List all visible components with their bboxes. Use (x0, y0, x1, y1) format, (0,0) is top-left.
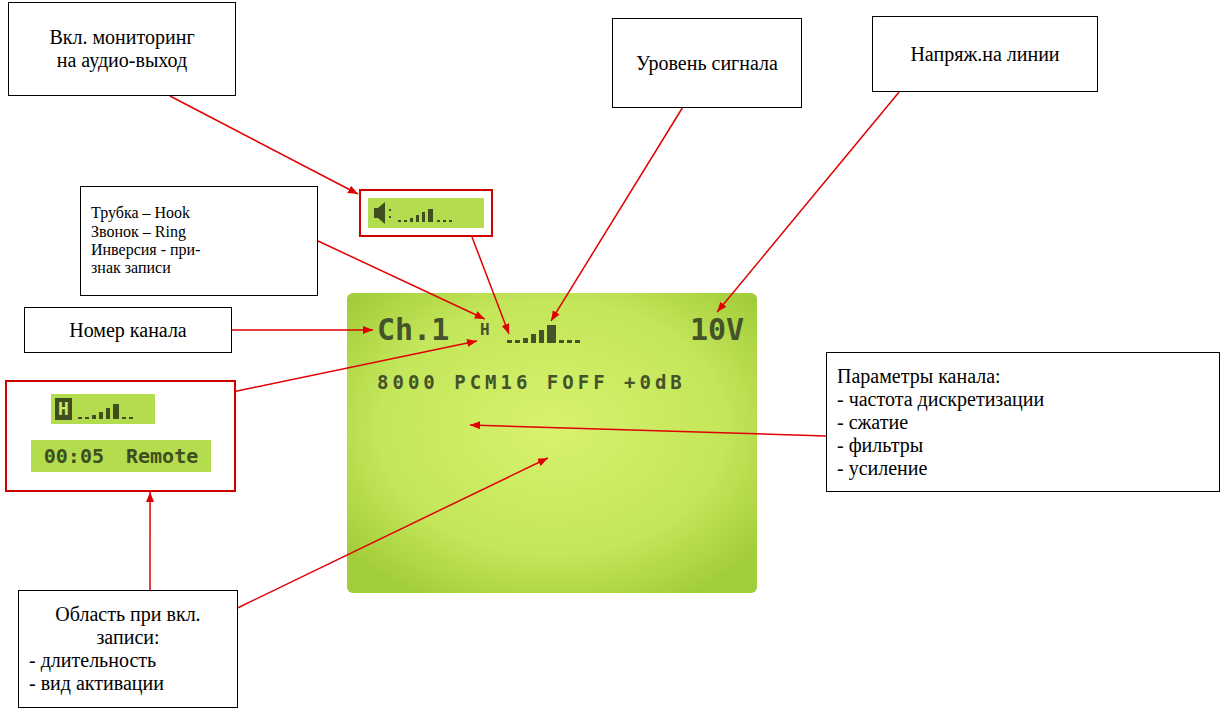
level-bar (547, 325, 556, 343)
lcd-text-slot: 8000 PCM16 FOFF +0dB (377, 373, 686, 392)
lcd-text-slot: 10V (690, 315, 744, 345)
level-bar (531, 334, 536, 343)
level-bar (559, 340, 564, 343)
level-bars-holder (76, 397, 146, 421)
lcd-text: 8000 PCM16 FOFF +0dB (377, 373, 686, 392)
callout-box: Номер канала (24, 307, 232, 353)
level-bar (567, 340, 572, 343)
lcd-text: 10V (690, 315, 744, 345)
level-bar (99, 412, 103, 419)
speaker-body (374, 208, 378, 218)
leader-arrow (318, 241, 485, 319)
leader-arrow (470, 425, 826, 436)
lcd-snippet: 00:05 Remote (31, 440, 211, 472)
level-bar (85, 417, 89, 419)
lcd-level-bars (507, 325, 580, 343)
callout-box: Уровень сигнала (612, 18, 802, 108)
speaker-cone (378, 202, 385, 224)
level-bar (443, 220, 446, 222)
lcd-text-slot: H (480, 322, 490, 338)
leader-arrow (149, 492, 151, 590)
leader-line (472, 237, 509, 334)
inset-frame (360, 190, 492, 236)
snippet-level-bars (398, 209, 452, 222)
level-bar (398, 220, 401, 222)
level-bar (437, 220, 440, 222)
callout-text: Уровень сигнала (636, 52, 778, 75)
callout-text: Звонок – Ring (91, 223, 186, 241)
record-area-box: H 00:05 Remote (5, 380, 236, 492)
callout-text: Номер канала (69, 319, 187, 342)
lcd-text: H (480, 322, 490, 338)
level-bar (539, 330, 544, 343)
level-bar (449, 220, 452, 222)
callout-box: Область при вкл. записи:- длительность- … (18, 590, 238, 708)
speaker-icon (374, 202, 391, 224)
lcd-panel (347, 293, 757, 593)
callout-text: Напряж.на линии (910, 43, 1059, 66)
record-status-text: Remote (126, 445, 198, 467)
level-bar (129, 417, 133, 419)
speaker-dot (389, 216, 391, 218)
level-bar (428, 209, 433, 222)
level-bar (113, 404, 119, 419)
level-bar (575, 340, 580, 343)
callout-text: - усиление (837, 457, 927, 480)
lcd-snippet: H (51, 394, 155, 424)
leader-arrow (717, 92, 899, 312)
leader-arrow (232, 329, 373, 331)
level-bar (523, 338, 528, 343)
level-bar (404, 220, 407, 222)
callout-text: - длительность (29, 649, 156, 672)
callout-text: Инверсия - при- знак записи (91, 241, 216, 278)
level-bar (515, 340, 520, 343)
callout-text: Параметры канала: (837, 365, 1001, 388)
level-bar (106, 408, 110, 419)
callout-box: Параметры канала:- частота дискретизации… (826, 352, 1220, 492)
level-bars (76, 397, 146, 421)
callout-box: Напряж.на линии (872, 16, 1098, 92)
leader-arrow (551, 108, 682, 321)
leader-arrow (238, 458, 548, 608)
record-indicator: H (55, 398, 72, 420)
callout-box: Вкл. мониторинг на аудио-выход (8, 2, 236, 96)
callout-text: - вид активации (29, 672, 164, 695)
level-bar (78, 417, 82, 419)
callout-text: - фильтры (837, 434, 923, 457)
lcd-screen: Ch.1 H 10V 8000 PCM16 FOFF +0dB (347, 293, 757, 593)
level-bar (92, 415, 96, 419)
speaker-dot (389, 209, 391, 211)
level-bar (507, 340, 512, 343)
callout-text: Область при вкл. записи: (43, 603, 213, 649)
level-bar (422, 212, 425, 222)
callout-text: Трубка – Hook (91, 204, 190, 222)
lcd-text: Ch.1 (377, 315, 449, 345)
lcd-text-slot: Ch.1 (377, 315, 449, 345)
lcd-snippet (368, 198, 484, 228)
callout-text: - частота дискретизации (837, 388, 1044, 411)
callout-box: Трубка – HookЗвонок – RingИнверсия - при… (80, 186, 318, 296)
record-status-text: 00:05 (44, 445, 104, 467)
level-bar (410, 218, 413, 222)
callout-text: Вкл. мониторинг на аудио-выход (43, 26, 201, 72)
level-bar (416, 215, 419, 222)
level-bar (122, 417, 126, 419)
callout-text: - сжатие (837, 411, 908, 434)
leader-line (170, 96, 358, 194)
